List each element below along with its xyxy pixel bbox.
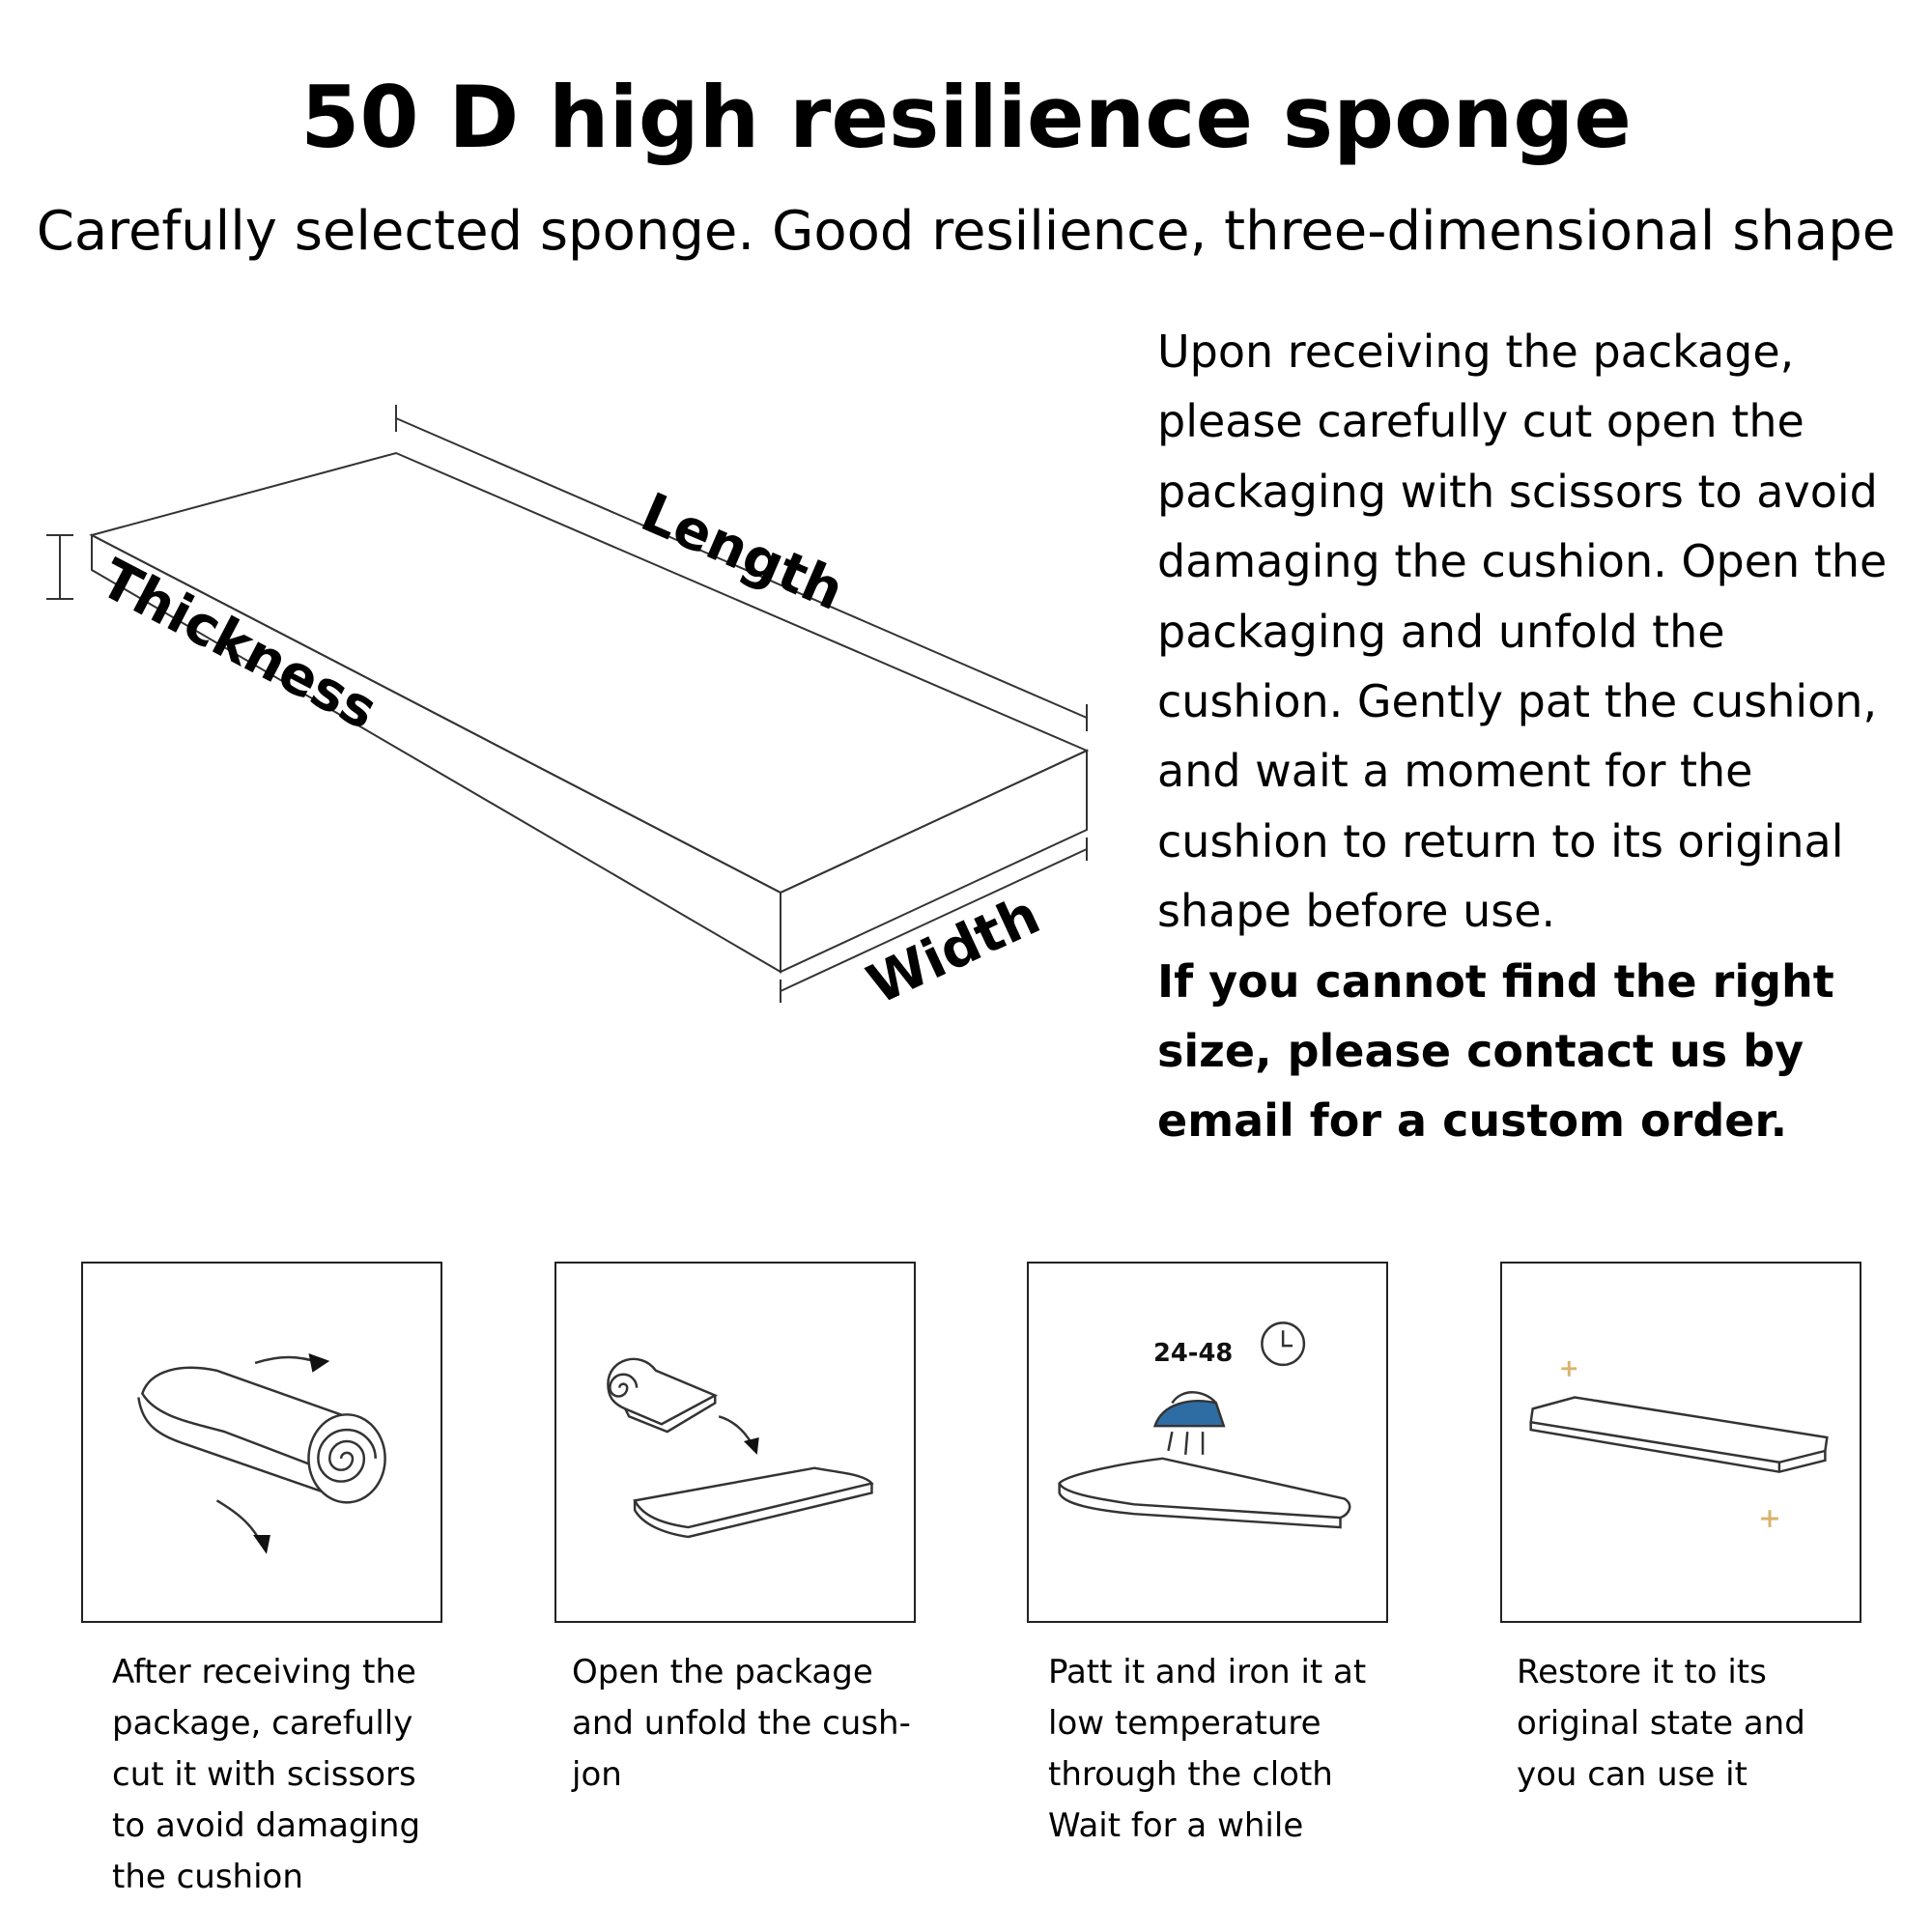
page-subtitle: Carefully selected sponge. Good resilien… <box>36 200 1896 263</box>
iron-cushion-icon: 24-48 <box>1058 1321 1351 1529</box>
step-2-illustration <box>554 1262 916 1623</box>
cushion-dimension-svg: Length Thickness Width <box>46 405 1090 1017</box>
instructions-panel: Upon receiving the package, please caref… <box>1157 317 1911 1156</box>
restored-cushion-icon <box>1529 1360 1829 1528</box>
step-3-illustration: 24-48 <box>1027 1262 1388 1623</box>
page-title: 50 D high resilience sponge <box>300 68 1632 167</box>
unfold-cushion-icon <box>607 1357 874 1539</box>
instructions-paragraph-2: and wait a moment for the cushion to ret… <box>1157 745 1844 938</box>
width-dimension-line <box>780 848 1088 992</box>
step-1-illustration <box>81 1262 442 1623</box>
step-4-caption: Restore it to its original state and you… <box>1517 1653 1805 1794</box>
cushion-right-face <box>780 749 1088 974</box>
clock-icon <box>1261 1321 1306 1367</box>
custom-order-notice: If you cannot find the right size, pleas… <box>1157 954 1834 1148</box>
cushion-dimension-diagram: Length Thickness Width <box>39 396 1111 1024</box>
rolled-cushion-icon <box>137 1352 386 1554</box>
timer-text: 24-48 <box>1153 1339 1233 1368</box>
step-1-caption: After receiving the package, carefully c… <box>112 1653 421 1896</box>
step-2-caption: Open the package and unfold the cush- jo… <box>572 1653 911 1794</box>
step-3-caption: Patt it and iron it at low temperature t… <box>1048 1653 1367 1845</box>
instructions-paragraph-1: Upon receiving the package, please caref… <box>1157 326 1888 728</box>
thickness-label: Thickness <box>91 548 387 743</box>
width-label: Width <box>859 884 1050 1017</box>
length-dimension-line <box>395 417 1088 719</box>
step-4-illustration <box>1500 1262 1861 1623</box>
